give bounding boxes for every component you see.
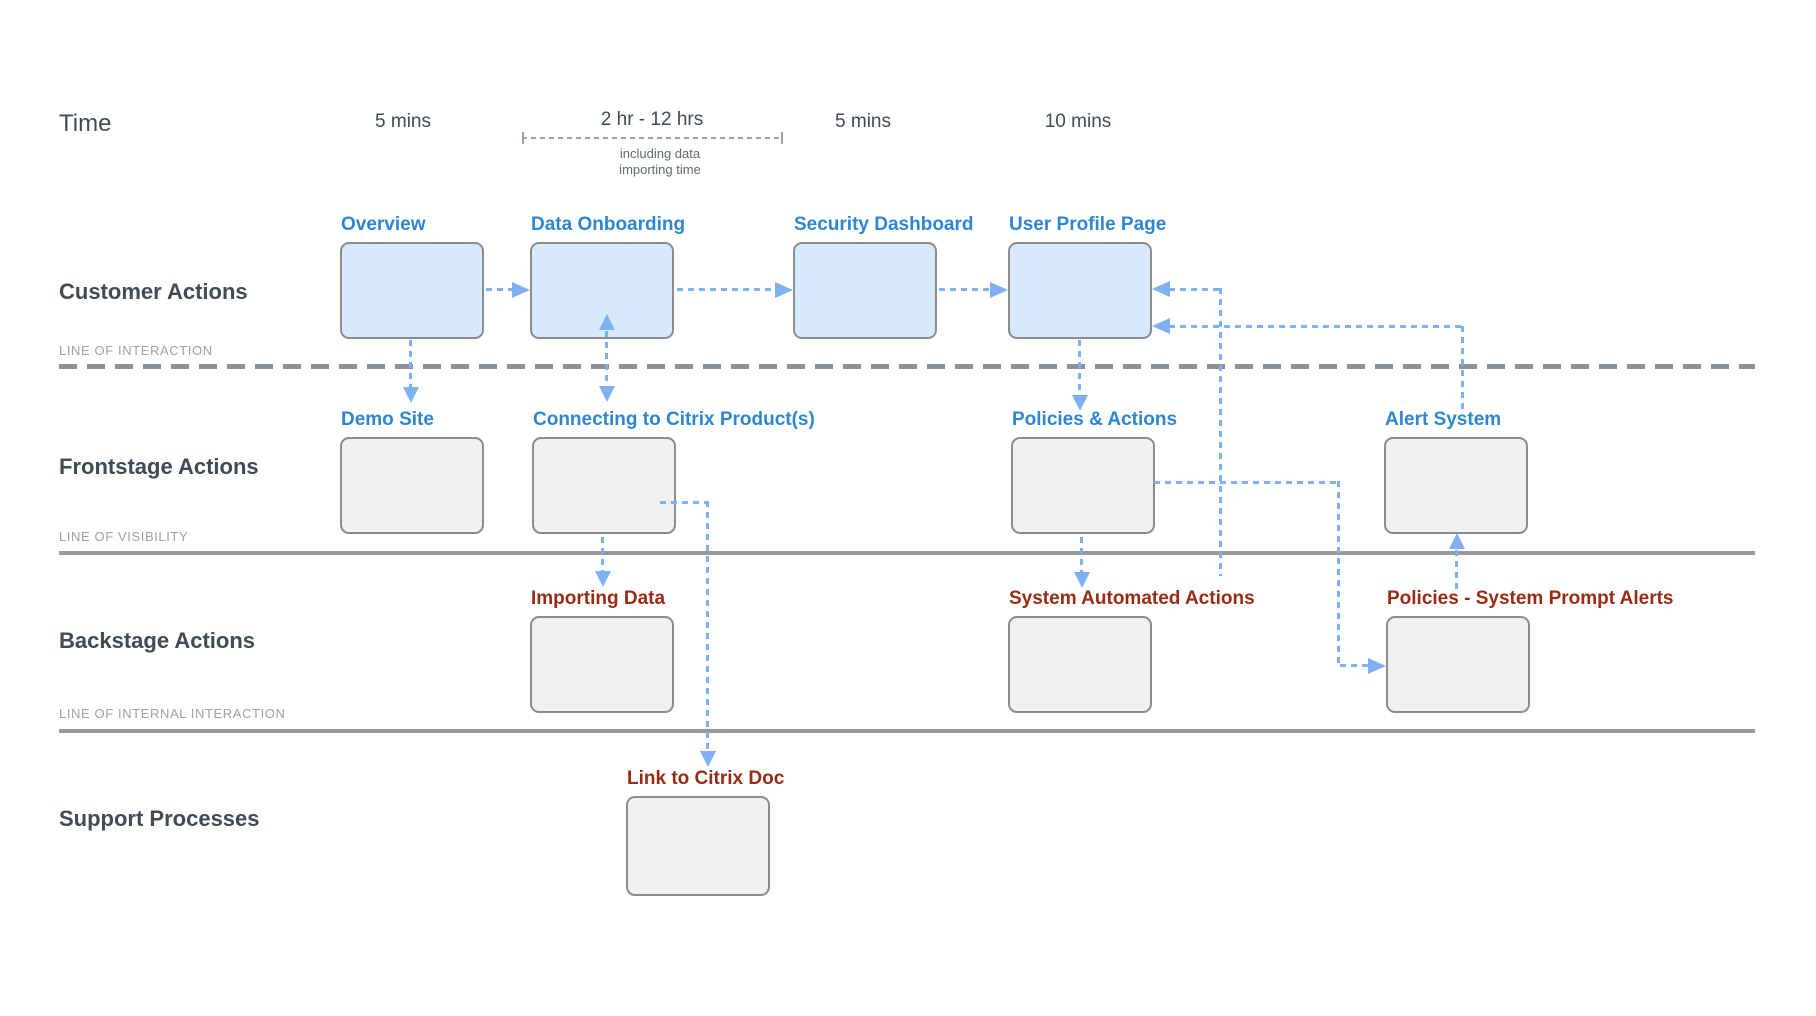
node-security-dashboard: Security Dashboard bbox=[793, 214, 974, 339]
duration-overview: 5 mins bbox=[375, 111, 431, 132]
node-connecting-citrix: Connecting to Citrix Product(s) bbox=[532, 409, 815, 534]
duration-bracket-line bbox=[522, 137, 783, 139]
node-user-profile-page: User Profile Page bbox=[1008, 214, 1166, 339]
node-data-onboarding: Data Onboarding bbox=[530, 214, 685, 339]
node-overview: Overview bbox=[340, 214, 484, 339]
node-policies-actions-label: Policies & Actions bbox=[1012, 409, 1178, 430]
node-importing-data: Importing Data bbox=[530, 588, 674, 713]
duration-bracket-tick-left bbox=[522, 132, 524, 144]
node-alert-system: Alert System bbox=[1384, 409, 1528, 534]
node-connecting-citrix-label: Connecting to Citrix Product(s) bbox=[533, 409, 815, 430]
node-data-onboarding-label: Data Onboarding bbox=[531, 214, 686, 235]
node-policies-system-prompt-alerts: Policies - System Prompt Alerts bbox=[1386, 588, 1674, 713]
node-demo-site: Demo Site bbox=[340, 409, 484, 534]
line-of-visibility-label: LINE OF VISIBILITY bbox=[59, 529, 189, 544]
bracket-note-line1: including data bbox=[619, 146, 701, 161]
line-of-internal-interaction bbox=[59, 729, 1755, 733]
duration-data-onboarding: 2 hr - 12 hrs bbox=[600, 109, 704, 130]
node-user-profile-page-label: User Profile Page bbox=[1009, 214, 1167, 235]
line-of-internal-interaction-label: LINE OF INTERNAL INTERACTION bbox=[59, 706, 286, 721]
node-importing-data-label: Importing Data bbox=[531, 588, 666, 609]
time-heading: Time bbox=[59, 110, 112, 137]
node-system-automated-actions: System Automated Actions bbox=[1008, 588, 1255, 713]
node-policies-system-prompt-alerts-label: Policies - System Prompt Alerts bbox=[1387, 588, 1674, 609]
bracket-note-line2: importing time bbox=[619, 162, 701, 177]
node-overview-label: Overview bbox=[341, 214, 426, 235]
line-of-interaction bbox=[59, 364, 1755, 369]
duration-bracket-tick-right bbox=[781, 132, 783, 144]
node-system-automated-actions-label: System Automated Actions bbox=[1009, 588, 1255, 609]
lane-label-frontstage-actions: Frontstage Actions bbox=[59, 454, 259, 479]
node-alert-system-label: Alert System bbox=[1385, 409, 1502, 430]
duration-user-profile: 10 mins bbox=[1044, 111, 1112, 132]
node-policies-actions: Policies & Actions bbox=[1011, 409, 1177, 534]
lane-label-customer-actions: Customer Actions bbox=[59, 279, 248, 304]
line-of-interaction-label: LINE OF INTERACTION bbox=[59, 343, 213, 358]
lane-label-support-processes: Support Processes bbox=[59, 806, 260, 831]
duration-security-dashboard: 5 mins bbox=[835, 111, 891, 132]
node-link-citrix-doc-label: Link to Citrix Doc bbox=[627, 768, 785, 789]
node-link-citrix-doc: Link to Citrix Doc bbox=[626, 768, 784, 896]
lane-label-backstage-actions: Backstage Actions bbox=[59, 628, 256, 653]
node-demo-site-label: Demo Site bbox=[341, 409, 434, 430]
node-security-dashboard-label: Security Dashboard bbox=[794, 214, 974, 235]
line-of-visibility bbox=[59, 551, 1755, 555]
